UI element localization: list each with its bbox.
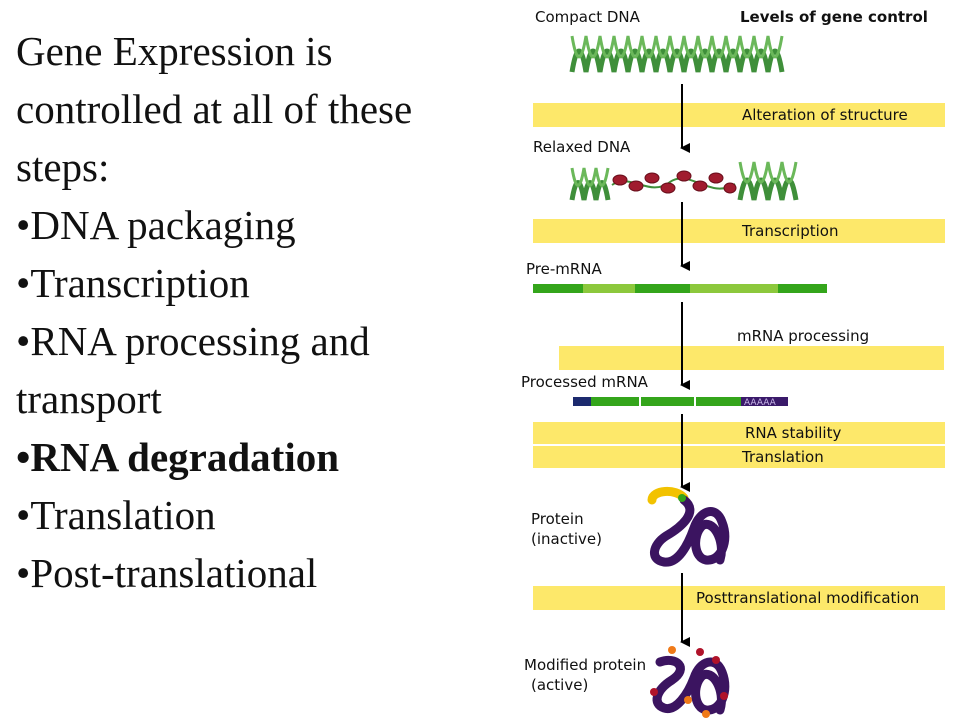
protein-modified [650, 646, 730, 718]
level-band-alteration [533, 103, 945, 127]
level-band-translation [533, 446, 945, 468]
level-band-mrna-processing [559, 346, 944, 370]
level-alteration-of-structure: Alteration of structure [742, 106, 908, 124]
compact-dna-helix [569, 35, 785, 73]
relaxed-dna [569, 161, 799, 201]
stage-pre-mrna: Pre-mRNA [526, 260, 603, 278]
level-band-transcription [533, 219, 945, 243]
stage-modified-protein: Modified protein [524, 656, 646, 674]
level-mrna-processing: mRNA processing [737, 327, 869, 345]
levels-header: Levels of gene control [740, 8, 928, 26]
protein-inactive [647, 487, 730, 567]
stage-relaxed-dna: Relaxed DNA [533, 138, 631, 156]
stage-modified-protein-active: (active) [531, 676, 588, 694]
pre-mrna-strip [533, 284, 827, 293]
bullet-rna-processing: •RNA processing and transport [16, 318, 370, 422]
intro-text: Gene Expression is controlled at all of … [16, 28, 413, 190]
stage-protein: Protein [531, 510, 584, 528]
stage-compact-dna: Compact DNA [535, 8, 641, 26]
bullet-dna-packaging: •DNA packaging [16, 202, 296, 248]
level-translation: Translation [741, 448, 824, 466]
bullet-transcription: •Transcription [16, 260, 250, 306]
level-rna-stability: RNA stability [745, 424, 841, 442]
poly-a-tail-label: AAAAA [744, 398, 777, 408]
processed-mrna-strip: AAAAA [573, 397, 788, 408]
level-band-rna-stability [533, 422, 945, 444]
stage-processed-mrna: Processed mRNA [521, 373, 649, 391]
stage-protein-inactive: (inactive) [531, 530, 602, 548]
bullet-post-translational: •Post-translational [16, 550, 318, 596]
bullet-translation: •Translation [16, 492, 216, 538]
slide-text: Gene Expression is controlled at all of … [16, 22, 496, 602]
level-transcription: Transcription [741, 222, 838, 240]
bullet-rna-degradation: •RNA degradation [16, 434, 340, 480]
level-band-posttranslational [533, 586, 945, 610]
level-posttranslational-modification: Posttranslational modification [696, 589, 919, 607]
